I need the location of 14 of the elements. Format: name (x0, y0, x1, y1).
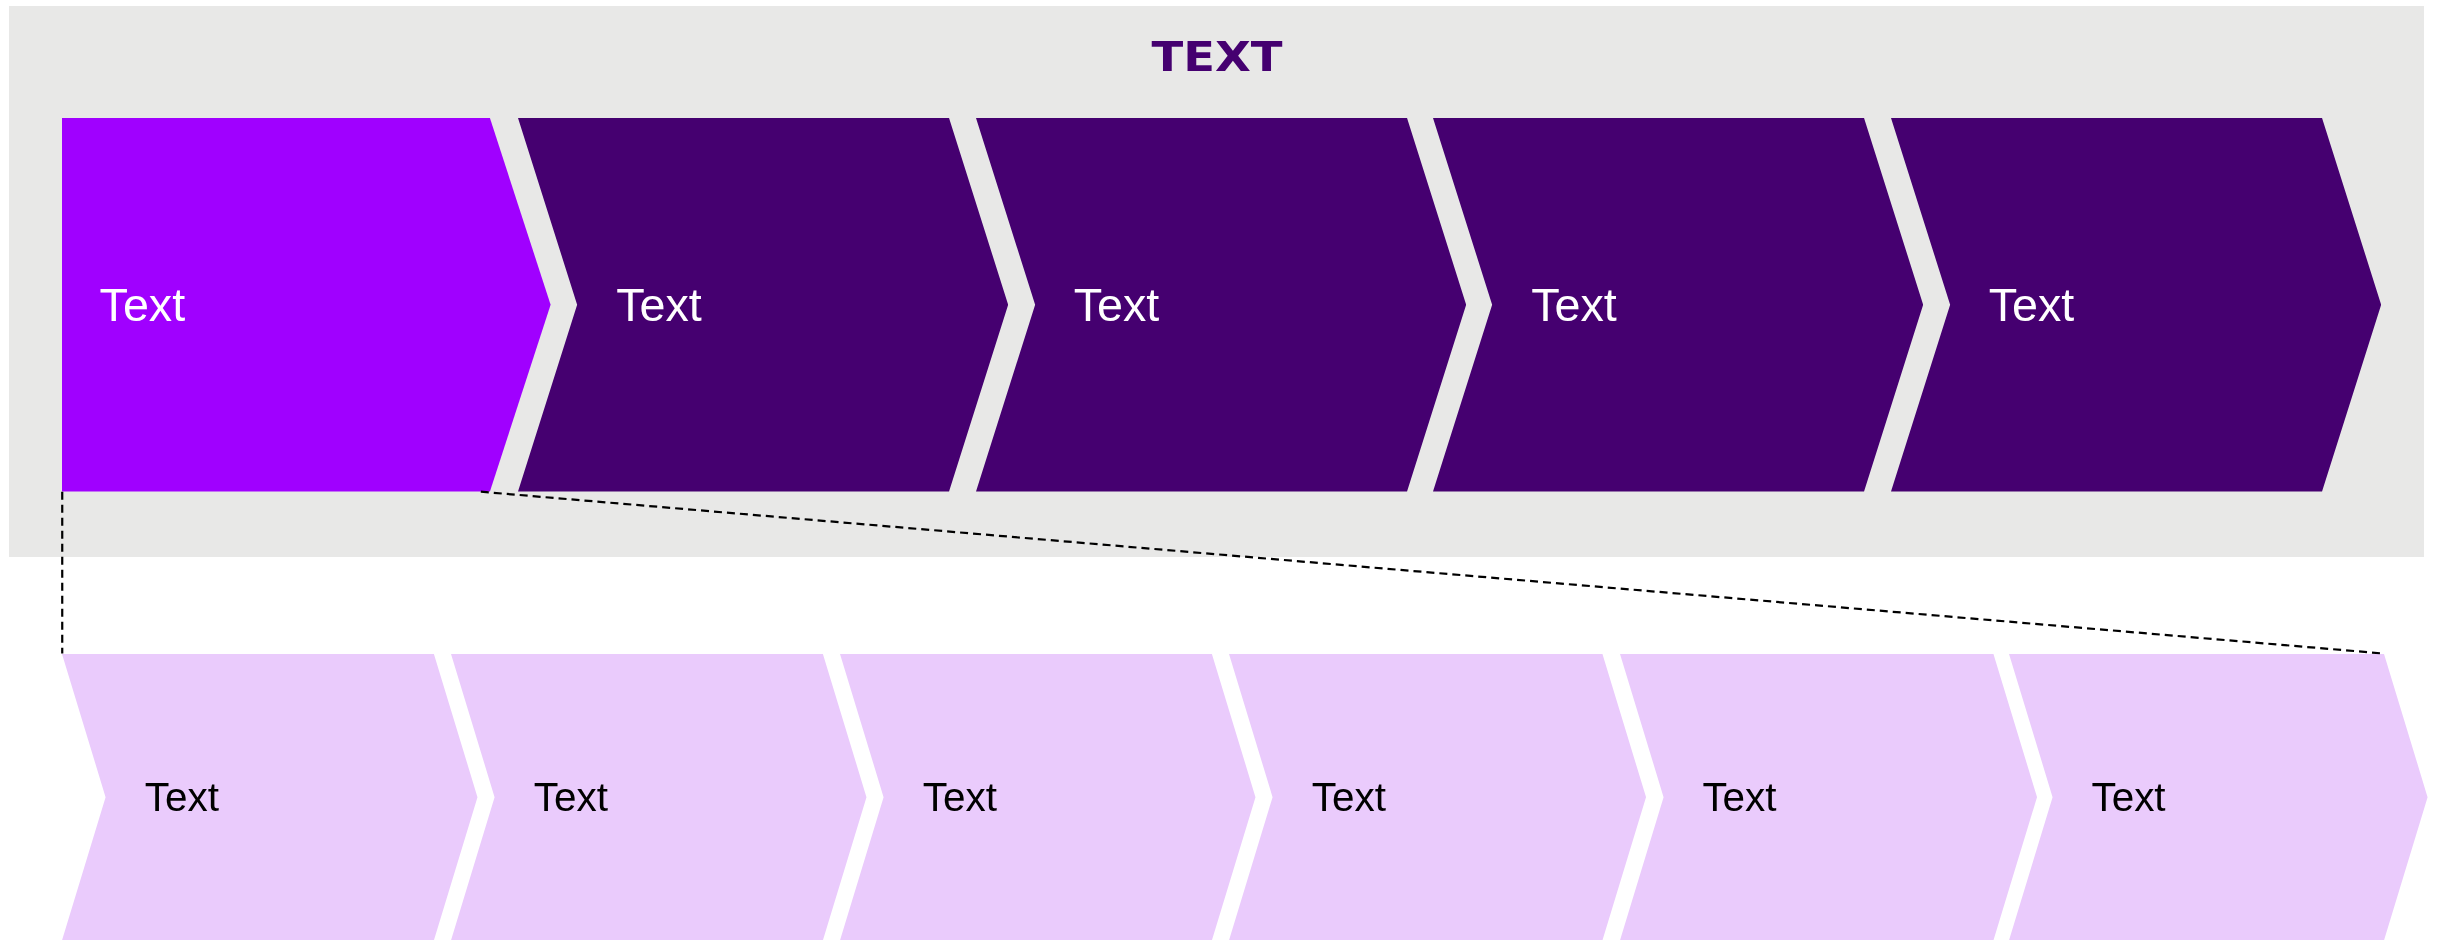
leader-line (61, 491, 64, 654)
step-label: Text (144, 776, 219, 817)
step-label: Text (1531, 281, 1617, 329)
step-label: Text (922, 776, 997, 817)
step-label: Text (1073, 281, 1160, 329)
step-label: Text (1988, 281, 2075, 329)
panel-title: TEXT (1151, 37, 1283, 78)
step-label: Text (533, 776, 608, 817)
step-label: Text (99, 281, 186, 329)
step-label: Text (1702, 776, 1777, 817)
group-panel (9, 6, 2425, 558)
step-label: Text (616, 281, 702, 329)
step-label: Text (1311, 776, 1386, 817)
step-label: Text (2091, 776, 2166, 817)
